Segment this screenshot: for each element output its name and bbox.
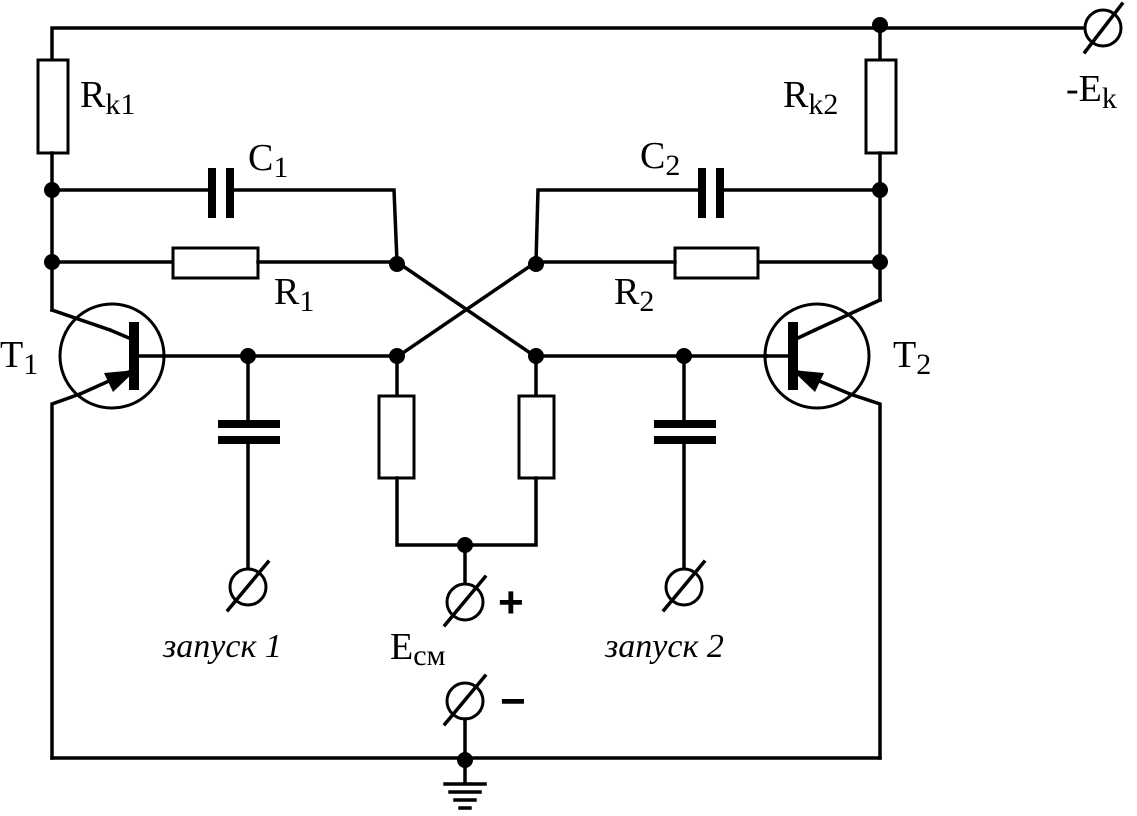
capacitor-c1 bbox=[50, 168, 399, 264]
terminal-ecm-minus bbox=[442, 673, 488, 727]
capacitor-c2 bbox=[534, 168, 882, 264]
terminal-ek bbox=[1082, 1, 1125, 55]
resistor-rk1 bbox=[36, 58, 70, 192]
label-c2: C2 bbox=[640, 135, 680, 182]
label-rk2: Rk2 bbox=[783, 74, 838, 121]
label-ek: -Ek bbox=[1066, 68, 1117, 115]
label-r2: R2 bbox=[614, 271, 654, 318]
label-ecm: Eсм bbox=[390, 626, 446, 672]
label-r1: R1 bbox=[274, 271, 314, 318]
resistor-rk2 bbox=[864, 58, 898, 192]
transistor-t2 bbox=[763, 302, 882, 760]
label-c1: C1 bbox=[248, 137, 288, 184]
resistor-r1 bbox=[50, 246, 399, 280]
resistor-r2 bbox=[534, 246, 882, 280]
transistor-t1 bbox=[50, 302, 166, 760]
supply-rail bbox=[50, 26, 1087, 62]
label-trigger-1: запуск 1 bbox=[162, 628, 282, 665]
trigger-capacitor-1 bbox=[218, 354, 280, 570]
label-t2: T2 bbox=[893, 334, 931, 381]
bias-resistor-right bbox=[463, 354, 556, 547]
bias-resistor-left bbox=[377, 354, 467, 547]
label-rk1: Rk1 bbox=[80, 74, 135, 121]
terminal-ecm-plus bbox=[442, 574, 488, 628]
terminal-trigger-2 bbox=[661, 559, 707, 613]
terminal-trigger-1 bbox=[225, 559, 271, 613]
cross-coupling bbox=[394, 259, 539, 360]
junction-dots bbox=[44, 17, 888, 768]
plus-sign: + bbox=[498, 578, 524, 627]
trigger-capacitor-2 bbox=[654, 354, 716, 570]
label-trigger-2: запуск 2 bbox=[604, 628, 724, 665]
label-t1: T1 bbox=[0, 334, 38, 381]
minus-sign: − bbox=[500, 677, 526, 726]
